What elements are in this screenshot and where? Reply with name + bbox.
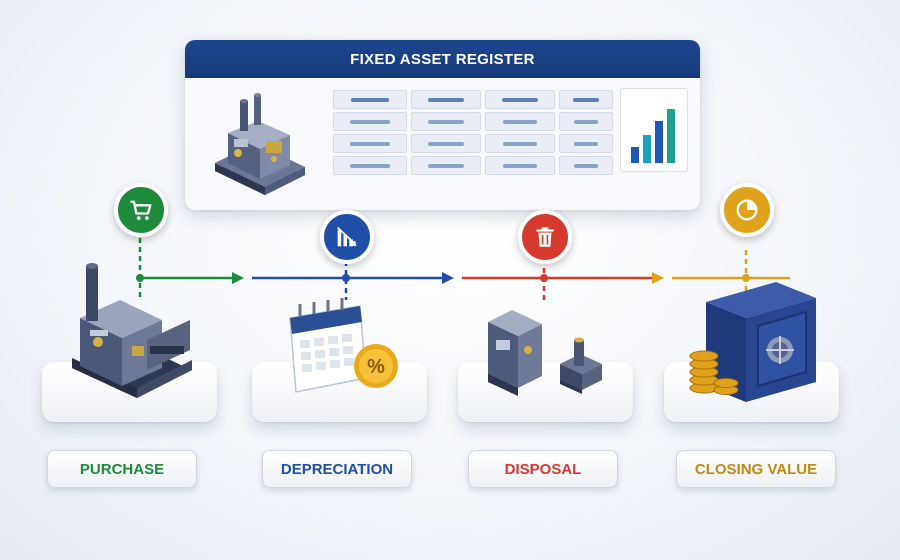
purchase-stage-circle: [114, 183, 168, 237]
stage-label-text: PURCHASE: [79, 460, 165, 478]
disposal-equipment-icon: [488, 310, 602, 396]
stage-label-text: DISPOSAL: [504, 460, 582, 478]
machine-icon: [215, 93, 305, 195]
register-header: FIXED ASSET REGISTER: [185, 40, 700, 78]
cart-icon: [130, 200, 152, 221]
stage-label-text: CLOSING VALUE: [694, 460, 818, 478]
closing-value-stage-circle: [720, 183, 774, 237]
declining-chart-icon: [337, 226, 357, 247]
asset-register-panel: FIXED ASSET REGISTER: [185, 40, 700, 210]
disposal-platform: [458, 362, 633, 422]
register-body: [185, 78, 700, 210]
depreciation-stage-circle: [320, 210, 374, 264]
purchase-machine-icon: [72, 263, 192, 398]
table-row: [333, 134, 615, 153]
trash-icon: [536, 227, 554, 247]
stage-label-text: DEPRECIATION: [280, 460, 394, 478]
register-table: [333, 90, 615, 178]
stage-label-disposal: DISPOSAL: [468, 450, 618, 488]
disposal-stage-circle: [518, 210, 572, 264]
table-row: [333, 90, 615, 109]
table-row: [333, 112, 615, 131]
pie-chart-icon: [736, 199, 758, 221]
calendar-icon: %: [289, 298, 398, 393]
register-title: FIXED ASSET REGISTER: [350, 50, 535, 68]
stage-label-purchase: PURCHASE: [47, 450, 197, 488]
svg-text:%: %: [367, 356, 385, 378]
stage-label-depreciation: DEPRECIATION: [262, 450, 412, 488]
bar-chart-icon: [620, 88, 688, 172]
table-row: [333, 156, 615, 175]
stage-label-closing-value: CLOSING VALUE: [676, 450, 836, 488]
safe-icon: [689, 282, 816, 402]
